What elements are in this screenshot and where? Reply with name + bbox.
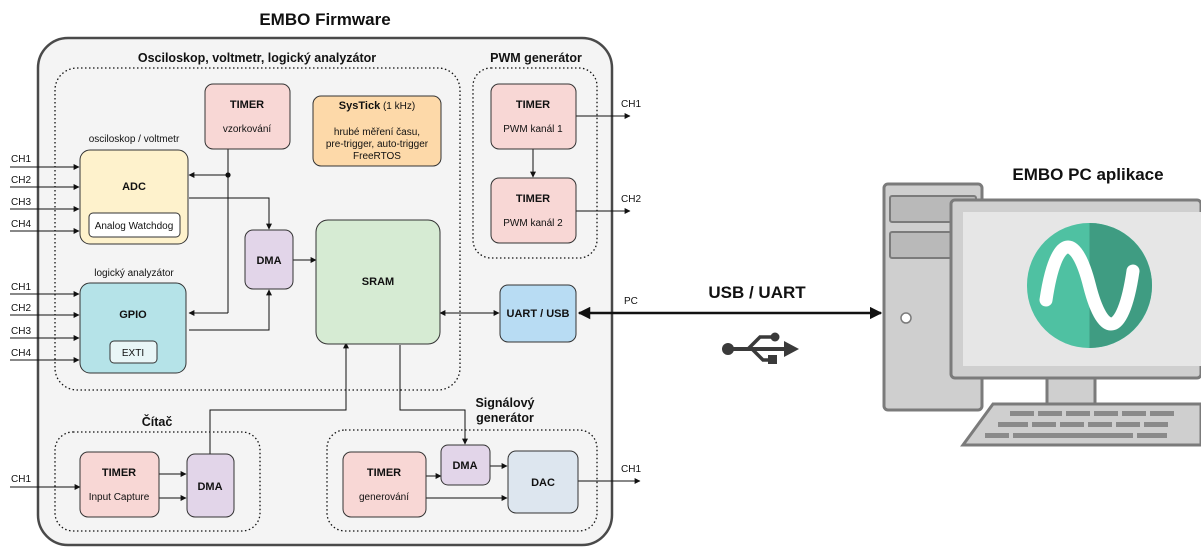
adc-pin-label: CH4 bbox=[11, 219, 31, 230]
adc-pin-label: CH3 bbox=[11, 197, 31, 208]
gpio-pin-label: CH2 bbox=[11, 303, 31, 314]
pwm-out2-label: CH2 bbox=[621, 194, 641, 205]
group-siggen-label-2: generátor bbox=[476, 411, 534, 425]
dma-generator-block: DMA bbox=[440, 444, 491, 486]
svg-text:DMA: DMA bbox=[256, 255, 281, 267]
svg-text:DMA: DMA bbox=[197, 481, 222, 493]
group-siggen-label-1: Signálový bbox=[475, 396, 534, 410]
wires bbox=[10, 113, 641, 501]
adc-pin-label: CH2 bbox=[11, 175, 31, 186]
svg-text:GPIO: GPIO bbox=[119, 309, 147, 321]
pc-pin-label: PC bbox=[624, 296, 638, 307]
svg-text:TIMER: TIMER bbox=[516, 193, 550, 205]
svg-text:DMA: DMA bbox=[452, 460, 477, 472]
dma-counter-block: DMA bbox=[186, 453, 235, 518]
gpio-pin-labels: CH1 CH2 CH3 CH4 bbox=[11, 282, 31, 359]
group-signal-generator bbox=[326, 429, 598, 532]
osc-voltmeter-label: osciloskop / voltmetr bbox=[89, 134, 180, 145]
firmware-title: EMBO Firmware bbox=[259, 10, 390, 29]
svg-text:pre-trigger, auto-trigger: pre-trigger, auto-trigger bbox=[326, 139, 429, 150]
gpio-pin-label: CH4 bbox=[11, 348, 31, 359]
pwm-channel-1-block: TIMER PWM kanál 1 bbox=[490, 83, 577, 150]
svg-text:TIMER: TIMER bbox=[230, 99, 264, 111]
gpio-pin-label: CH1 bbox=[11, 282, 31, 293]
adc-pin-labels: CH1 CH2 CH3 CH4 bbox=[11, 154, 31, 230]
svg-text:DAC: DAC bbox=[531, 477, 555, 489]
usb-icon bbox=[722, 332, 799, 364]
adc-block: ADC Analog Watchdog bbox=[79, 149, 189, 245]
sram-block: SRAM bbox=[315, 219, 441, 345]
systick-block: SysTick (1 kHz) hrubé měření času, pre-t… bbox=[312, 95, 442, 167]
pc-app-title: EMBO PC aplikace bbox=[1012, 165, 1163, 184]
timer-generation-block: TIMER generování bbox=[342, 451, 427, 518]
svg-text:TIMER: TIMER bbox=[102, 467, 136, 479]
svg-text:FreeRTOS: FreeRTOS bbox=[353, 151, 401, 162]
group-pwm-label: PWM generátor bbox=[490, 51, 582, 65]
pwm-out1-label: CH1 bbox=[621, 99, 641, 110]
svg-text:SysTick (1 kHz): SysTick (1 kHz) bbox=[339, 100, 415, 112]
group-pwm bbox=[472, 67, 598, 259]
exti-label: EXTI bbox=[122, 348, 144, 359]
uart-usb-block: UART / USB bbox=[499, 284, 577, 343]
gpio-block: GPIO EXTI bbox=[79, 282, 187, 374]
svg-text:PWM kanál 2: PWM kanál 2 bbox=[503, 218, 563, 229]
timer-input-capture-block: TIMER Input Capture bbox=[79, 451, 160, 518]
pwm-channel-2-block: TIMER PWM kanál 2 bbox=[490, 177, 577, 244]
group-counter-label: Čítač bbox=[142, 414, 173, 429]
usb-uart-label: USB / UART bbox=[708, 283, 806, 302]
logic-analyzer-label: logický analyzátor bbox=[94, 268, 174, 279]
dac-block: DAC bbox=[507, 450, 579, 514]
analog-watchdog-label: Analog Watchdog bbox=[95, 221, 174, 232]
group-oscilloscope bbox=[54, 67, 461, 391]
counter-in-label: CH1 bbox=[11, 474, 31, 485]
dac-out-label: CH1 bbox=[621, 464, 641, 475]
svg-text:TIMER: TIMER bbox=[367, 467, 401, 479]
svg-text:SRAM: SRAM bbox=[362, 276, 394, 288]
svg-text:TIMER: TIMER bbox=[516, 99, 550, 111]
timer-sampling-block: TIMER vzorkování bbox=[204, 83, 291, 150]
group-oscilloscope-label: Osciloskop, voltmetr, logický analyzátor bbox=[138, 51, 376, 65]
svg-text:Input Capture: Input Capture bbox=[89, 492, 150, 503]
svg-text:ADC: ADC bbox=[122, 181, 146, 193]
dma-main-block: DMA bbox=[244, 229, 294, 290]
svg-text:UART / USB: UART / USB bbox=[507, 308, 570, 320]
adc-pin-label: CH1 bbox=[11, 154, 31, 165]
svg-text:generování: generování bbox=[359, 492, 409, 503]
gpio-pin-label: CH3 bbox=[11, 326, 31, 337]
junction-dot bbox=[225, 172, 231, 178]
svg-text:PWM kanál 1: PWM kanál 1 bbox=[503, 124, 563, 135]
embo-logo bbox=[1027, 223, 1152, 349]
svg-text:vzorkování: vzorkování bbox=[223, 124, 272, 135]
svg-text:hrubé měření času,: hrubé měření času, bbox=[334, 127, 420, 138]
group-counter bbox=[54, 431, 261, 532]
